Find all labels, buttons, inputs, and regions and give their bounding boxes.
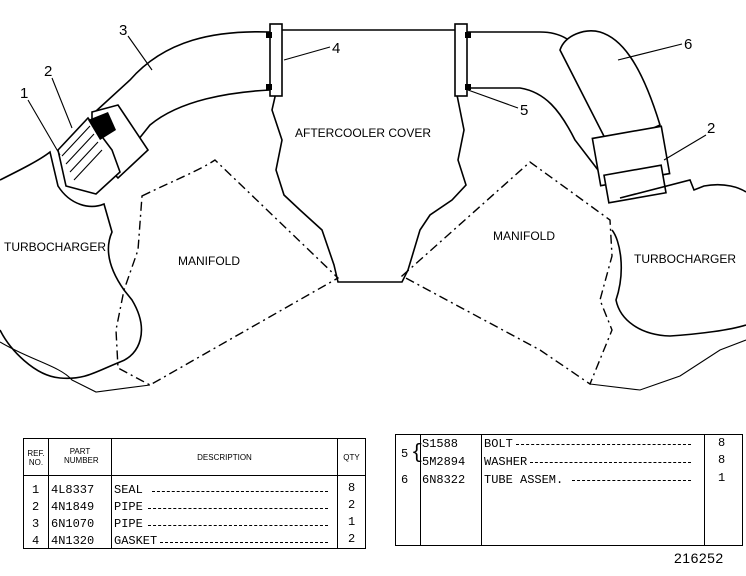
table-row-ref: 4 [32,534,40,548]
table-row-desc: GASKET [114,534,158,548]
table-row-ref: 5 [401,447,409,461]
table-row-qty: 1 [348,515,356,529]
label-manifold-right: MANIFOLD [493,229,555,243]
table-row-desc: PIPE [114,500,143,514]
table-row-part: 4L8337 [51,483,95,497]
callout-4: 4 [332,40,340,57]
aftercooler-cover-outline [271,29,467,283]
lower-right-outline [589,339,746,391]
tube-elbow-right [559,30,661,150]
callout-2-right: 2 [707,120,715,137]
table-row-qty: 2 [348,532,356,546]
parts-table-left: REF. NO. PART NUMBER DESCRIPTION QTY 1 4… [23,438,366,549]
callout-3: 3 [119,22,127,39]
table-row-qty: 8 [348,481,356,495]
table-row-qty: 1 [718,471,726,485]
label-manifold-left: MANIFOLD [178,254,240,268]
table-row-qty: 2 [348,498,356,512]
lower-left-outline [0,341,151,393]
table-row-desc: BOLT [484,437,513,451]
callout-2-left: 2 [44,63,52,80]
table-row-part: 4N1849 [51,500,95,514]
table-row-desc: TUBE ASSEM. [484,473,564,487]
table-row-qty: 8 [718,453,726,467]
table-row-ref: 1 [32,483,40,497]
table-row-qty: 8 [718,436,726,450]
header-description: DESCRIPTION [197,453,252,462]
right-hose [603,164,667,204]
table-row-part: 6N8322 [422,473,466,487]
header-qty: QTY [343,453,360,462]
table-row-part: 6N1070 [51,517,95,531]
label-turbocharger-right: TURBOCHARGER [634,252,736,266]
label-turbocharger-left: TURBOCHARGER [4,240,106,254]
brace-glyph: { [411,442,424,465]
manifold-right-outline [400,161,613,386]
table-row-desc: PIPE [114,517,143,531]
table-row-ref: 2 [32,500,40,514]
table-row-desc: WASHER [484,455,528,469]
parts-table-right: 5 { S1588 BOLT 8 5M2894 WASHER 8 6 6N832… [395,434,743,546]
header-ref-no: REF. NO. [27,449,45,467]
callout-1: 1 [20,85,28,102]
table-row-ref: 6 [401,473,409,487]
turbocharger-left-outline [0,150,143,380]
callout-6: 6 [684,36,692,53]
header-part-number: PART NUMBER [64,447,99,465]
manifold-left-outline [115,159,340,386]
pipe-left [94,30,271,113]
flange-left [269,23,283,97]
drawing-number: 216252 [674,550,724,566]
table-row-ref: 3 [32,517,40,531]
left-seal-hose [57,116,121,195]
turbocharger-right-outline [611,179,746,337]
table-row-part: 5M2894 [422,455,466,469]
table-row-desc: SEAL [114,483,143,497]
callout-5: 5 [520,102,528,119]
flange-right [454,23,468,97]
table-row-part: S1588 [422,437,459,451]
label-aftercooler-cover: AFTERCOOLER COVER [295,126,431,140]
table-row-part: 4N1320 [51,534,95,548]
